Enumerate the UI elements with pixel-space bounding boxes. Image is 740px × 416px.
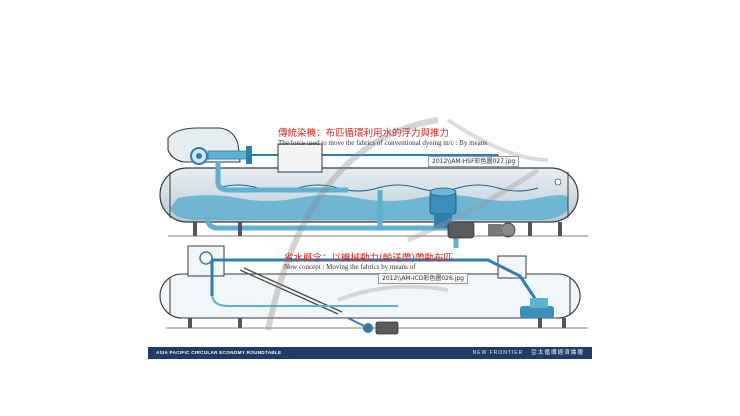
watermark-logo [265,117,549,331]
conventional-dyeing-machine [159,127,588,248]
new-concept-file-label: 2012\\AM-ICD彩色圖026.jpg [378,273,468,284]
new-concept-caption-zh: 省水概念：以機械動力(輸送帶)帶動布匹 [284,253,453,264]
conventional-file-label: 2012\\AM-HSF彩色圖027.jpg [428,156,520,167]
footer-brand: NEW FRONTIER 亞太循環經濟論壇 [473,347,584,359]
footer-org-name: ASIA PACIFIC CIRCULAR ECONOMY ROUNDTABLE [156,350,282,355]
footer-bar: ASIA PACIFIC CIRCULAR ECONOMY ROUNDTABLE… [148,347,592,359]
dyeing-machine-diagram [159,117,588,335]
new-concept-dyeing-machine [159,245,588,335]
new-concept-caption-en: New concept : Moving the fabrics by mean… [284,263,416,271]
conventional-caption-zh: 傳統染機：布匹循環利用水的浮力與推力 [278,128,450,139]
footer-new-frontier: NEW FRONTIER [472,350,524,356]
footer-forum-name-zh: 亞太循環經濟論壇 [531,350,584,356]
conventional-caption-en: The force used to move the fabrics of co… [278,139,487,147]
